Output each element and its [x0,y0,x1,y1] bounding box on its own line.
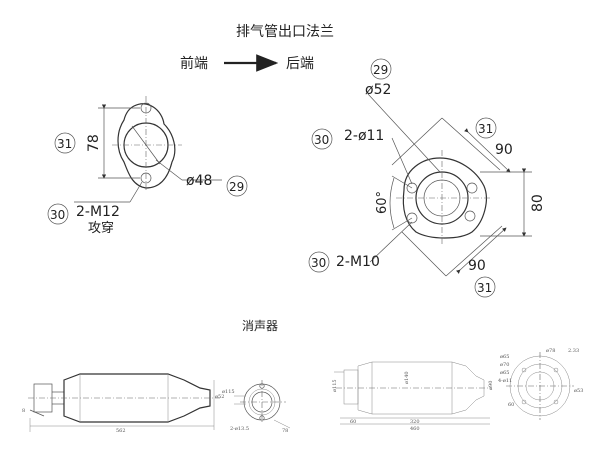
right-flange-width-top: 90 [495,142,513,158]
right-flange-hole-spec: 2-ø11 [344,128,384,144]
muffler-right-dia-body: ø140 [404,371,410,384]
left-flange-drawing [74,96,222,203]
header-title: 排气管出口法兰 [236,24,334,40]
callout-31-left: 31 [54,132,76,154]
right-flange-thread-spec: 2-M10 [336,254,380,270]
muffler-left-length: 562 [116,428,126,434]
muffler-right-flange-7: ø53 [574,388,583,394]
callout-29-right: 29 [370,58,392,80]
callout-30-right-bottom: 30 [308,251,330,273]
muffler-right-flange-5: ø65 [500,370,509,376]
muffler-right-flange-1: ø78 [546,348,555,354]
muffler-section-title: 消声器 [242,319,278,333]
muffler-right-flange-8: 60 [508,402,514,408]
svg-text:30: 30 [314,133,329,147]
muffler-left-flange-offset: 78 [282,428,288,434]
right-flange-bore-dim: ø52 [365,82,391,98]
muffler-right-len-total: 460 [410,426,420,432]
muffler-right-flange-4: ø70 [500,362,509,368]
muffler-right-dia-left: ø115 [332,379,338,392]
callout-31-right-bottom: 31 [474,276,496,298]
svg-text:30: 30 [50,208,65,222]
muffler-left-flange-note: 2-ø13.5 [230,426,249,432]
muffler-left-dia-2: ø115 [222,389,235,395]
muffler-right-len-b: 320 [410,419,420,425]
muffler-right-flange-6: 4-ø11 [498,378,512,384]
right-flange-angle: 60° [375,191,390,214]
callout-30-right-top: 30 [311,128,333,150]
callout-31-right-top: 31 [475,117,497,139]
right-flange-width-bottom: 90 [468,258,486,274]
svg-text:31: 31 [57,137,72,151]
muffler-right-len-a: 60 [350,419,356,425]
svg-text:31: 31 [477,281,492,295]
svg-text:29: 29 [229,180,244,194]
front-label: 前端 [180,55,208,72]
left-flange-bore-dim: ø48 [186,173,212,189]
muffler-left-side-mark: 8 [22,408,25,414]
svg-text:31: 31 [478,122,493,136]
right-flange-hole-4 [464,210,476,222]
muffler-left-dia-1: ø52 [215,394,224,400]
left-flange-thread-spec: 2-M12 [76,204,120,220]
right-flange-hole-2 [466,182,478,194]
right-flange-hole-1 [406,182,418,194]
right-flange-hole-3 [406,212,418,224]
left-flange-height-dim: 78 [86,134,102,152]
muffler-right-drawing [334,352,574,425]
right-flange-height-dim: 80 [530,194,546,212]
muffler-right-flange-3: ø65 [500,354,509,360]
callout-29-left: 29 [226,175,248,197]
muffler-left-drawing [28,373,291,432]
muffler-right-dia-end: ø90 [488,381,494,390]
callout-30-left: 30 [47,203,69,225]
svg-text:29: 29 [373,63,388,77]
svg-text:30: 30 [311,256,326,270]
left-flange-thread-note: 攻穿 [88,220,114,236]
rear-label: 后端 [286,56,314,72]
muffler-right-flange-2: 2.33 [568,348,579,354]
right-flange-drawing [367,93,532,277]
